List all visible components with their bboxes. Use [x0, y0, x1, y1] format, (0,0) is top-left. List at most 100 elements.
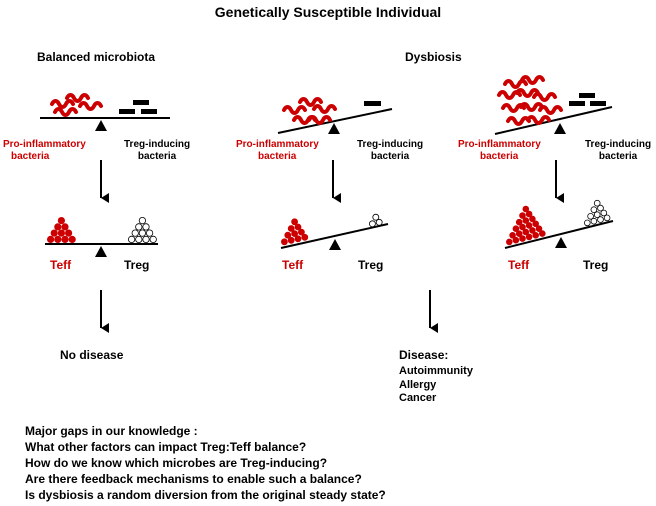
cell-icon — [597, 204, 604, 212]
cell-icon — [515, 230, 523, 238]
balance-scale-bacteria-2 — [277, 97, 393, 134]
fulcrum-icon — [329, 239, 341, 250]
cell-icon — [593, 199, 601, 207]
cell-icon — [522, 205, 530, 213]
cell-icon — [301, 233, 309, 241]
cell-icon — [593, 211, 601, 219]
disease-label: Disease: — [399, 348, 449, 362]
treg-label-3: Treg — [583, 258, 609, 272]
disease-list: Autoimmunity Allergy Cancer — [399, 365, 473, 406]
no-disease-label: No disease — [60, 348, 124, 362]
cell-icon — [287, 236, 295, 244]
teff-label-1: Teff — [50, 258, 72, 272]
teff-label-2: Teff — [282, 258, 304, 272]
treg-inducing-bacteria-icon — [569, 93, 606, 106]
header-balanced-microbiota: Balanced microbiota — [37, 50, 156, 64]
cell-icon — [61, 223, 69, 231]
cell-icon — [515, 218, 523, 226]
cell-icon — [135, 223, 143, 231]
cell-icon — [525, 233, 533, 241]
fulcrum-icon — [95, 246, 107, 257]
teff-cells-icon — [46, 217, 76, 243]
treg-label-2: Treg — [358, 258, 384, 272]
cell-icon — [128, 235, 136, 243]
cell-icon — [50, 229, 58, 237]
cell-icon — [287, 225, 295, 232]
disease-item-cancer: Cancer — [399, 392, 437, 404]
cell-icon — [538, 230, 546, 237]
balance-scale-bacteria-1 — [40, 93, 170, 131]
cell-icon — [590, 206, 598, 214]
balance-scale-cells-3 — [504, 199, 614, 249]
disease-item-autoimmunity: Autoimmunity — [399, 365, 473, 377]
cell-icon — [603, 214, 611, 222]
cell-icon — [512, 225, 520, 233]
treg-cells-icon — [583, 199, 611, 227]
cell-icon — [138, 217, 146, 225]
pro-inflammatory-label-1: Pro-inflammatory bacteria — [3, 139, 86, 162]
cell-icon — [291, 230, 299, 238]
treg-inducing-bacteria-icon — [364, 101, 381, 106]
treg-inducing-label-3: Treg-inducing bacteria — [585, 139, 652, 162]
pro-inflammatory-bacteria-icon — [282, 97, 337, 125]
treg-inducing-bacteria-icon — [119, 100, 157, 114]
cell-icon — [505, 238, 513, 246]
cell-icon — [61, 235, 69, 243]
disease-item-allergy: Allergy — [399, 378, 437, 391]
treg-cells-icon — [368, 213, 383, 228]
cell-icon — [519, 212, 526, 219]
gap-question: What other factors can impact Treg:Teff … — [25, 440, 307, 454]
cell-icon — [142, 223, 150, 231]
teff-cells-icon — [505, 205, 546, 246]
balance-scale-bacteria-3 — [494, 75, 613, 135]
cell-icon — [590, 217, 598, 225]
treg-label-1: Treg — [124, 258, 150, 272]
arrows — [100, 160, 564, 333]
fulcrum-icon — [95, 120, 107, 131]
diagram-title: Genetically Susceptible Individual — [214, 4, 442, 20]
treg-inducing-label-2: Treg-inducing bacteria — [357, 139, 424, 162]
cell-icon — [529, 215, 536, 223]
teff-cells-icon — [280, 218, 309, 246]
knowledge-gaps: Major gaps in our knowledge : What other… — [25, 423, 386, 503]
cell-icon — [597, 216, 604, 223]
cell-icon — [522, 228, 530, 236]
balance-scale-cells-1 — [45, 217, 158, 257]
cell-icon — [509, 232, 516, 239]
cell-icon — [532, 232, 539, 239]
teff-label-3: Teff — [508, 258, 530, 272]
gap-question: How do we know which microbes are Treg-i… — [25, 456, 328, 470]
cell-icon — [375, 218, 383, 226]
cell-icon — [519, 223, 526, 231]
treg-cells-icon — [128, 217, 157, 243]
cell-icon — [294, 235, 302, 243]
cell-icon — [512, 236, 520, 244]
cell-icon — [583, 219, 591, 227]
cell-icon — [146, 229, 154, 237]
cell-icon — [149, 235, 157, 243]
cell-icon — [46, 235, 55, 243]
cell-icon — [280, 238, 288, 246]
fulcrum-icon — [555, 237, 567, 248]
cell-icon — [525, 222, 533, 229]
pro-inflammatory-label-2: Pro-inflammatory bacteria — [236, 139, 319, 162]
pro-inflammatory-bacteria-icon — [497, 75, 563, 126]
cell-icon — [587, 213, 594, 220]
cell-icon — [142, 235, 150, 243]
cell-icon — [65, 229, 73, 237]
fulcrum-icon — [328, 123, 340, 134]
cell-icon — [532, 220, 539, 228]
cell-icon — [294, 223, 302, 231]
treg-inducing-label-1: Treg-inducing bacteria — [124, 139, 191, 162]
gap-question: Is dysbiosis a random diversion from the… — [25, 488, 386, 502]
gap-question: Are there feedback mechanisms to enable … — [25, 472, 362, 486]
cell-icon — [535, 225, 543, 233]
cell-icon — [68, 235, 76, 243]
cell-icon — [284, 231, 292, 239]
cell-icon — [57, 229, 66, 237]
cell-icon — [54, 223, 62, 231]
cell-icon — [522, 217, 530, 224]
cell-icon — [135, 235, 143, 243]
